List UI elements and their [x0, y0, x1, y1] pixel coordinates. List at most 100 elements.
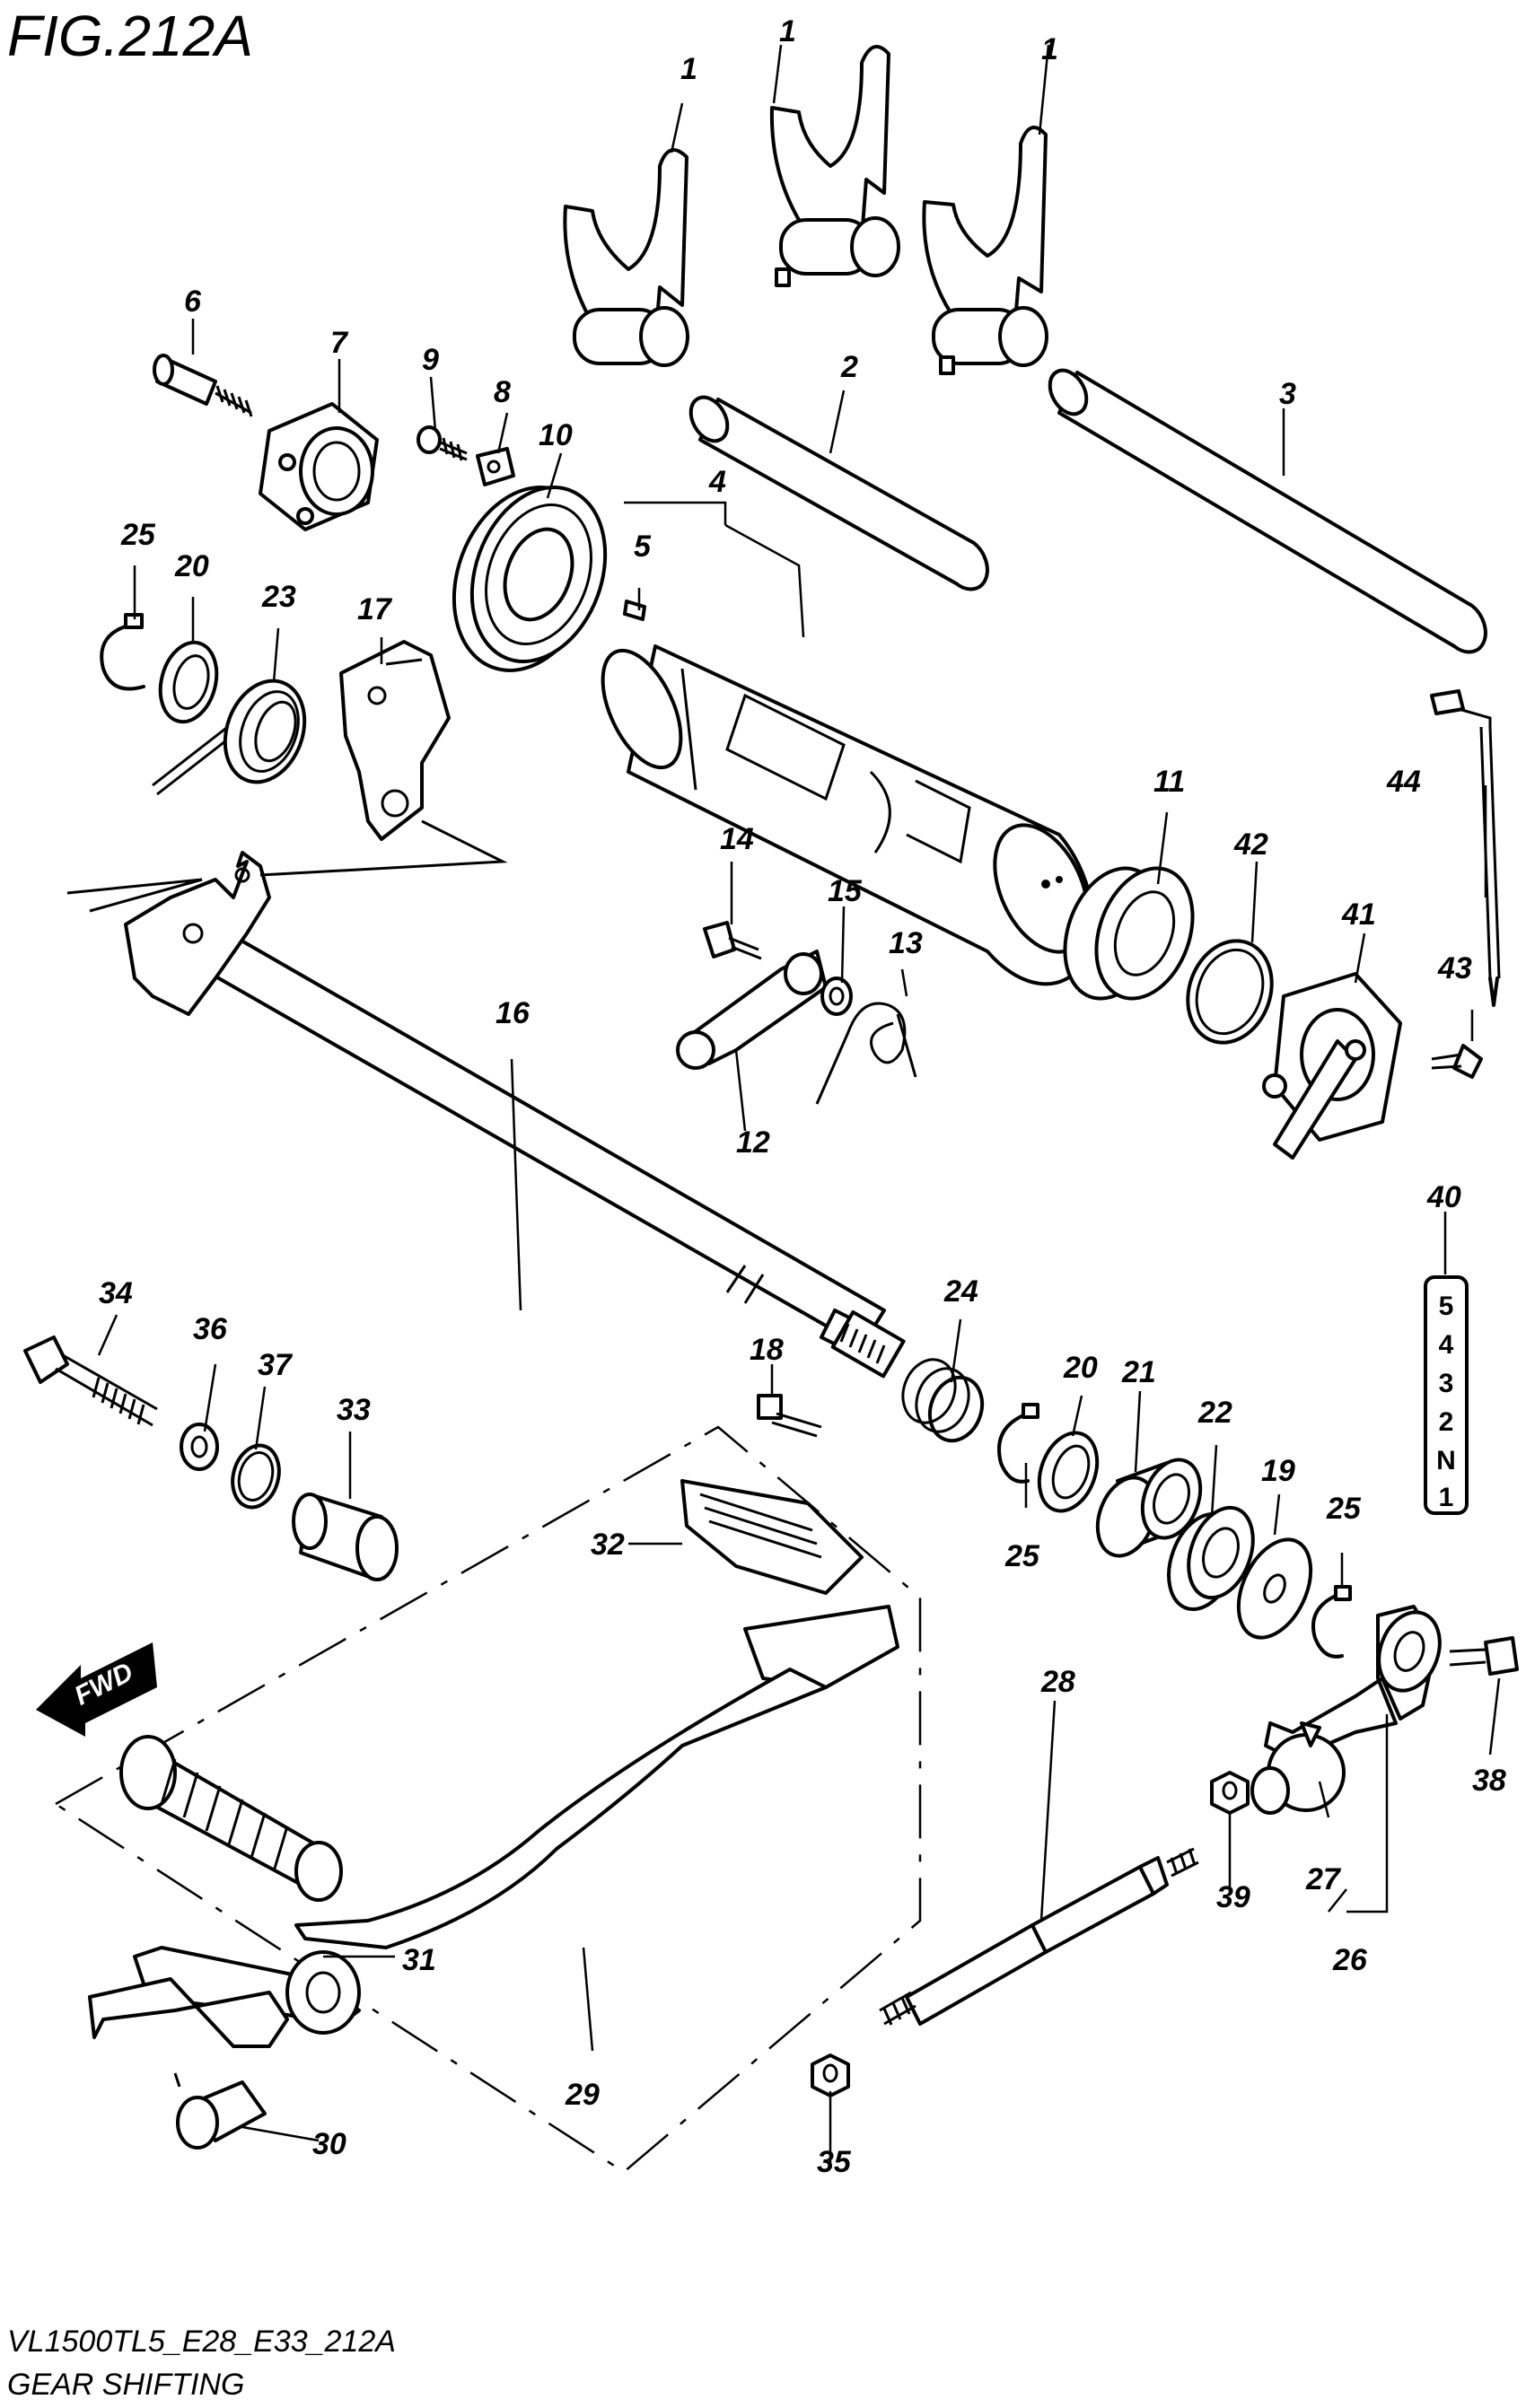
shift-fork-middle — [769, 45, 900, 287]
callout: 8 — [494, 375, 511, 409]
callout: 17 — [357, 592, 393, 626]
callout: 11 — [1153, 765, 1185, 799]
figure-caption: GEAR SHIFTING — [7, 2368, 244, 2402]
callout: 27 — [1305, 1862, 1342, 1896]
fwd-direction-badge: FWD — [36, 1642, 157, 1737]
bearing-11 — [1063, 866, 1195, 1001]
callout: 20 — [1063, 1351, 1098, 1385]
callout: 19 — [1261, 1454, 1295, 1488]
callout: 14 — [720, 822, 754, 856]
lever-12 — [676, 950, 828, 1070]
gear-label: 4 — [1439, 1330, 1454, 1360]
bolt-38 — [1449, 1636, 1519, 1676]
callout: 30 — [312, 2127, 346, 2161]
callout: 4 — [708, 465, 726, 499]
joint-30 — [173, 2072, 267, 2150]
plate-8 — [476, 447, 515, 486]
callout: 1 — [1041, 32, 1058, 66]
callout: 9 — [422, 343, 439, 377]
callout: 37 — [258, 1348, 294, 1382]
gear-label: 1 — [1439, 1483, 1454, 1512]
pointer-17-to-shaft — [66, 878, 203, 913]
footrest-rubber-31 — [119, 1735, 343, 1902]
callout: 22 — [1197, 1396, 1232, 1430]
callout-labels: 1 1 1 2 3 4 5 6 7 8 9 10 11 12 13 14 15 … — [99, 14, 1506, 2179]
washer-15 — [820, 976, 853, 1016]
callout: 39 — [1216, 1880, 1250, 1914]
circlip-25-bottom — [1311, 1585, 1352, 1659]
callout: 35 — [817, 2145, 852, 2179]
bolt-18 — [757, 1394, 822, 1438]
callout: 33 — [337, 1393, 371, 1427]
callout: 13 — [889, 926, 923, 960]
callout: 43 — [1437, 951, 1472, 985]
shift-fork-right — [922, 126, 1048, 375]
washer-20-bottom — [1037, 1431, 1100, 1513]
nut-39 — [1210, 1771, 1250, 1815]
gear-label: 3 — [1439, 1369, 1454, 1398]
bearing-10 — [452, 486, 608, 672]
fork-shaft-2 — [688, 395, 989, 591]
callout: 26 — [1332, 1943, 1368, 1977]
figure-title: FIG.212A — [7, 4, 253, 68]
callout: 18 — [750, 1333, 784, 1367]
gear-indicator-40: 5 4 3 2 N 1 — [1424, 1275, 1469, 1515]
pin-5 — [623, 600, 646, 621]
bolt-43 — [1431, 1044, 1483, 1079]
callout: 25 — [1326, 1492, 1362, 1526]
fork-shaft-3 — [1048, 368, 1487, 654]
washer-36 — [180, 1423, 219, 1471]
callout: 29 — [565, 2078, 600, 2112]
callout: 10 — [539, 418, 573, 452]
callout: 36 — [193, 1312, 228, 1346]
spring-23 — [152, 679, 307, 796]
collar-33 — [292, 1493, 399, 1581]
callout: 42 — [1233, 827, 1268, 862]
callout: 21 — [1121, 1355, 1156, 1389]
screw-9 — [417, 425, 468, 461]
callout: 5 — [634, 530, 652, 564]
gear-label: 2 — [1439, 1407, 1454, 1437]
circlip-25-middle — [997, 1403, 1039, 1484]
circlip-25-top — [100, 613, 145, 691]
gear-position-switch-41 — [1262, 972, 1402, 1160]
stopper-plate-17 — [339, 640, 451, 841]
callout: 20 — [174, 549, 209, 583]
callout: 40 — [1426, 1180, 1461, 1214]
callout: 25 — [1004, 1539, 1040, 1573]
ball-joint-27 — [1250, 1721, 1346, 1815]
nut-35 — [811, 2053, 850, 2097]
cam-plate-7 — [259, 402, 379, 531]
shift-rod-28 — [879, 1847, 1199, 2026]
bolt-6 — [153, 354, 253, 417]
callout: 1 — [680, 52, 697, 86]
callout: 7 — [330, 326, 349, 360]
bolt-14 — [703, 921, 762, 960]
pointer-17-to-arm — [259, 819, 508, 877]
callout: 16 — [496, 996, 531, 1030]
shift-drum-4 — [601, 644, 1095, 986]
pedal-rubber-32 — [680, 1479, 864, 1595]
callout: 15 — [828, 874, 863, 908]
o-ring-42 — [1186, 939, 1274, 1045]
spring-24 — [901, 1358, 985, 1443]
washer-19 — [1236, 1537, 1313, 1640]
callout: 31 — [402, 1943, 436, 1977]
callout: 28 — [1040, 1665, 1075, 1699]
callout: 24 — [943, 1274, 978, 1309]
callout: 2 — [840, 350, 858, 384]
shift-arm-16 — [124, 851, 271, 1016]
washer-37 — [231, 1443, 281, 1510]
callout: 6 — [184, 285, 202, 319]
pedal-assembly-box — [55, 1425, 922, 2174]
callout: 32 — [591, 1528, 625, 1562]
washer-20-top — [158, 640, 219, 724]
callout: 25 — [120, 518, 156, 552]
callout: 41 — [1341, 898, 1376, 932]
shift-lever-26 — [1264, 1605, 1442, 1761]
callout: 44 — [1386, 765, 1421, 799]
leader-lines — [97, 44, 1501, 2163]
bolt-34 — [23, 1335, 158, 1427]
callout: 34 — [99, 1276, 133, 1310]
